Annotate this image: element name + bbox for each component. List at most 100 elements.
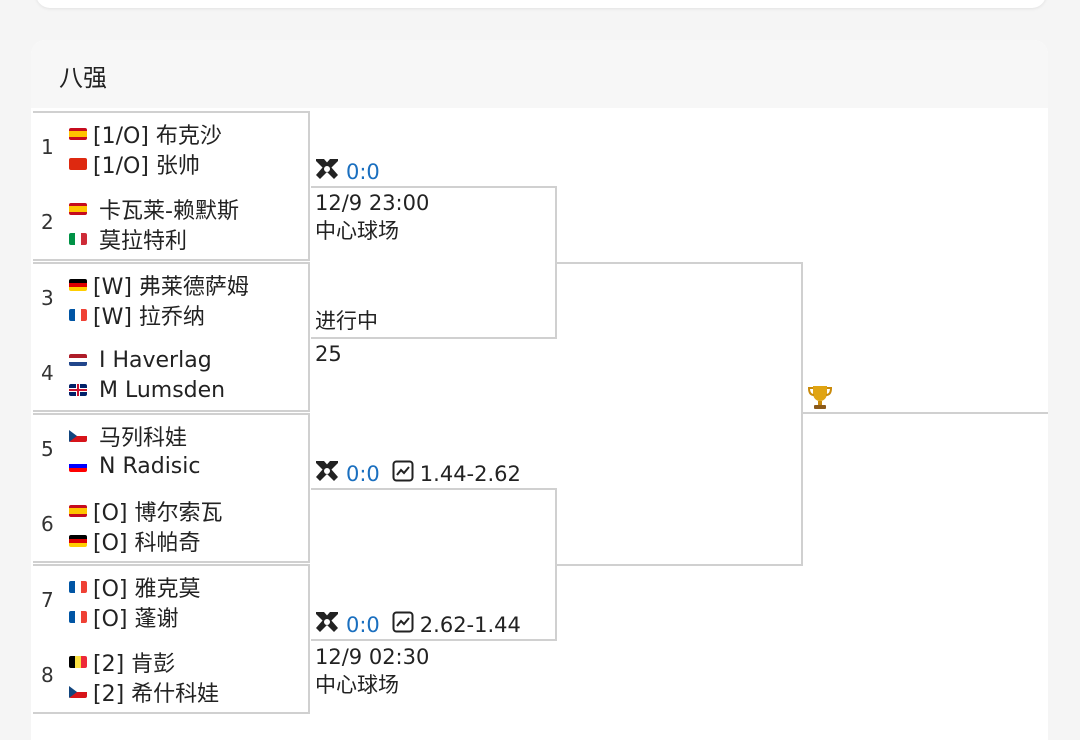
flag-it-icon [69,233,87,245]
bracket-connector [311,337,557,339]
section-title: 八强 [59,64,107,92]
flag-be-icon [69,656,87,668]
player-name: [2] 希什科娃 [93,682,220,707]
bracket-connector [557,564,803,566]
player-name: [1/O] 布克沙 [93,124,222,149]
player-name: M Lumsden [99,377,226,403]
player-name: [1/O] 张帅 [93,154,200,179]
player-name: [O] 蓬谢 [93,607,179,632]
seed-number: 4 [41,361,54,385]
bracket-slot[interactable]: 5 马列科娃 N Radisic [31,414,310,490]
seed-number: 3 [41,286,54,310]
trend-chart-icon[interactable] [392,611,414,638]
match-score-line[interactable]: 0:0 1.44-2.62 [314,459,521,488]
bracket-slot[interactable]: 1 [1/O] 布克沙 [1/O] 张帅 [31,112,310,188]
flag-si-icon [69,460,87,472]
seed-number: 7 [41,588,54,612]
player-line[interactable]: [O] 雅克莫 [69,572,200,602]
player-name: [2] 肯彭 [93,652,176,677]
previous-section-card [36,0,1046,8]
bracket-connector [311,186,557,188]
player-line[interactable]: [W] 拉乔纳 [69,300,205,330]
player-line[interactable]: 卡瓦莱-赖默斯 [69,194,239,224]
bracket-connector [311,639,557,641]
seed-number: 2 [41,210,54,234]
trophy-icon [806,383,834,417]
bracket-slot[interactable]: 7 [O] 雅克莫 [O] 蓬谢 [31,565,310,641]
flag-es-icon [69,128,87,140]
flag-cn-icon [69,158,87,170]
player-name: [W] 弗莱德萨姆 [93,275,249,300]
flag-cross-red [77,384,79,396]
flag-es-icon [69,203,87,215]
player-name: [O] 科帕奇 [93,531,201,556]
bracket-slot[interactable]: 2 卡瓦莱-赖默斯 莫拉特利 [31,187,310,263]
flag-gb-icon [69,384,87,396]
match-score-line[interactable]: 0:0 2.62-1.44 [314,610,521,639]
seed-number: 1 [41,135,54,159]
bracket-connector [555,186,557,339]
match-date: 12/9 02:30 [315,645,430,669]
bracket-slot[interactable]: 6 [O] 博尔索瓦 [O] 科帕奇 [31,489,310,565]
crossed-rackets-icon [314,157,340,186]
player-name: N Radisic [99,453,201,479]
flag-triangle [69,686,77,698]
bracket-connector [557,262,803,264]
flag-es-icon [69,505,87,517]
flag-nl-icon [69,354,87,366]
match-odds: 2.62-1.44 [419,612,521,637]
player-line[interactable]: 马列科娃 [69,421,187,451]
player-line[interactable]: [1/O] 布克沙 [69,119,222,149]
flag-cz-icon [69,430,87,442]
player-line[interactable]: [2] 希什科娃 [69,677,219,707]
flag-fr-icon [69,309,87,321]
player-line[interactable]: M Lumsden [69,375,225,405]
match-score-line[interactable]: 0:0 [314,157,380,186]
section-header: 八强 [31,40,1048,108]
player-name: [W] 拉乔纳 [93,305,205,330]
bracket-slot[interactable]: 8 [2] 肯彭 [2] 希什科娃 [31,640,310,716]
player-line[interactable]: 莫拉特利 [69,224,187,254]
match-status: 进行中 [315,309,378,333]
seed-number: 5 [41,437,54,461]
seed-number: 6 [41,512,54,536]
final-connector [803,412,1048,414]
quarterfinal-card: 八强 1 [1/O] 布克沙 [1/O] 张帅 2 卡瓦莱-赖默斯 莫拉特利 3… [31,40,1048,740]
player-line[interactable]: [W] 弗莱德萨姆 [69,270,249,300]
player-line[interactable]: N Radisic [69,451,200,481]
player-name: I Haverlag [99,347,212,373]
trend-chart-icon[interactable] [392,460,414,487]
player-name: [O] 雅克莫 [93,577,201,602]
player-line[interactable]: [O] 科帕奇 [69,526,200,556]
bracket-connector [311,488,557,490]
bracket-slot[interactable]: 3 [W] 弗莱德萨姆 [W] 拉乔纳 [31,263,310,339]
crossed-rackets-icon [314,459,340,488]
bracket-connector [555,488,557,641]
match-court: 中心球场 [315,219,399,243]
player-line[interactable]: [O] 博尔索瓦 [69,496,222,526]
player-line[interactable]: [1/O] 张帅 [69,149,200,179]
crossed-rackets-icon [314,610,340,639]
match-extra: 25 [315,342,342,366]
player-name: 卡瓦莱-赖默斯 [99,199,239,224]
player-line[interactable]: [O] 蓬谢 [69,602,178,632]
bracket-slot[interactable]: 4 I Haverlag M Lumsden [31,338,310,414]
flag-de-icon [69,279,87,291]
match-court: 中心球场 [315,673,399,697]
player-name: [O] 博尔索瓦 [93,501,223,526]
bracket-connector [801,262,803,566]
flag-fr-icon [69,581,87,593]
flag-fr-icon [69,611,87,623]
match-score[interactable]: 0:0 [346,159,380,184]
flag-triangle [69,430,77,442]
player-name: 莫拉特利 [99,229,188,254]
match-score[interactable]: 0:0 [346,461,380,486]
match-date: 12/9 23:00 [315,191,430,215]
player-line[interactable]: I Haverlag [69,345,212,375]
flag-cz-icon [69,686,87,698]
player-line[interactable]: [2] 肯彭 [69,647,175,677]
seed-number: 8 [41,663,54,687]
player-name: 马列科娃 [99,426,188,451]
flag-de-icon [69,535,87,547]
match-score[interactable]: 0:0 [346,612,380,637]
